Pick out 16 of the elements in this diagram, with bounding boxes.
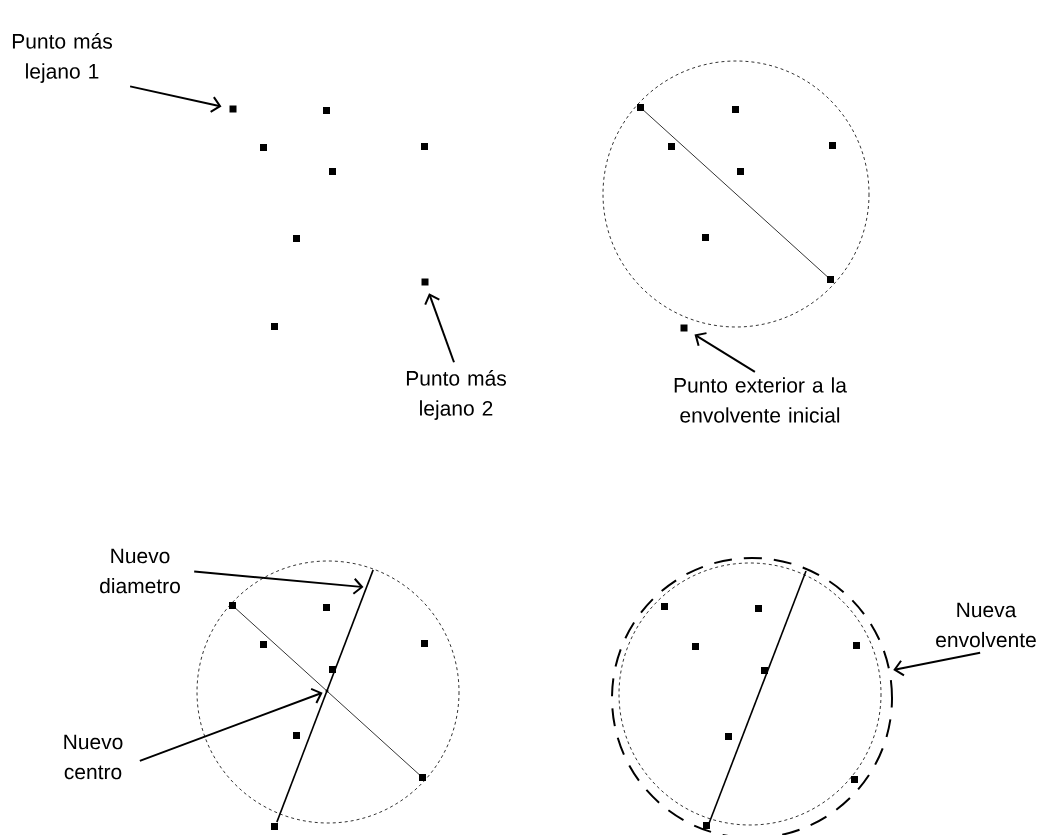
arrow <box>424 293 455 364</box>
arrow <box>193 570 364 595</box>
callout-text: Punto exterior a la envolvente inicial <box>674 377 847 423</box>
callout-text: Nuevo diametro <box>100 548 180 594</box>
callout-text: Punto más lejano 2 <box>406 370 506 420</box>
callout-text: Nueva envolvente <box>936 602 1036 648</box>
diameter-line <box>276 569 374 823</box>
arrow <box>138 687 323 762</box>
callout-text: Nuevo centro <box>64 734 123 780</box>
arrow <box>129 85 222 113</box>
callout-text: Punto más lejano 1 <box>12 33 112 83</box>
point-marker <box>680 324 688 332</box>
arrow <box>694 332 756 373</box>
point-marker <box>421 278 429 286</box>
arrow <box>893 651 982 677</box>
point-marker <box>229 105 237 113</box>
